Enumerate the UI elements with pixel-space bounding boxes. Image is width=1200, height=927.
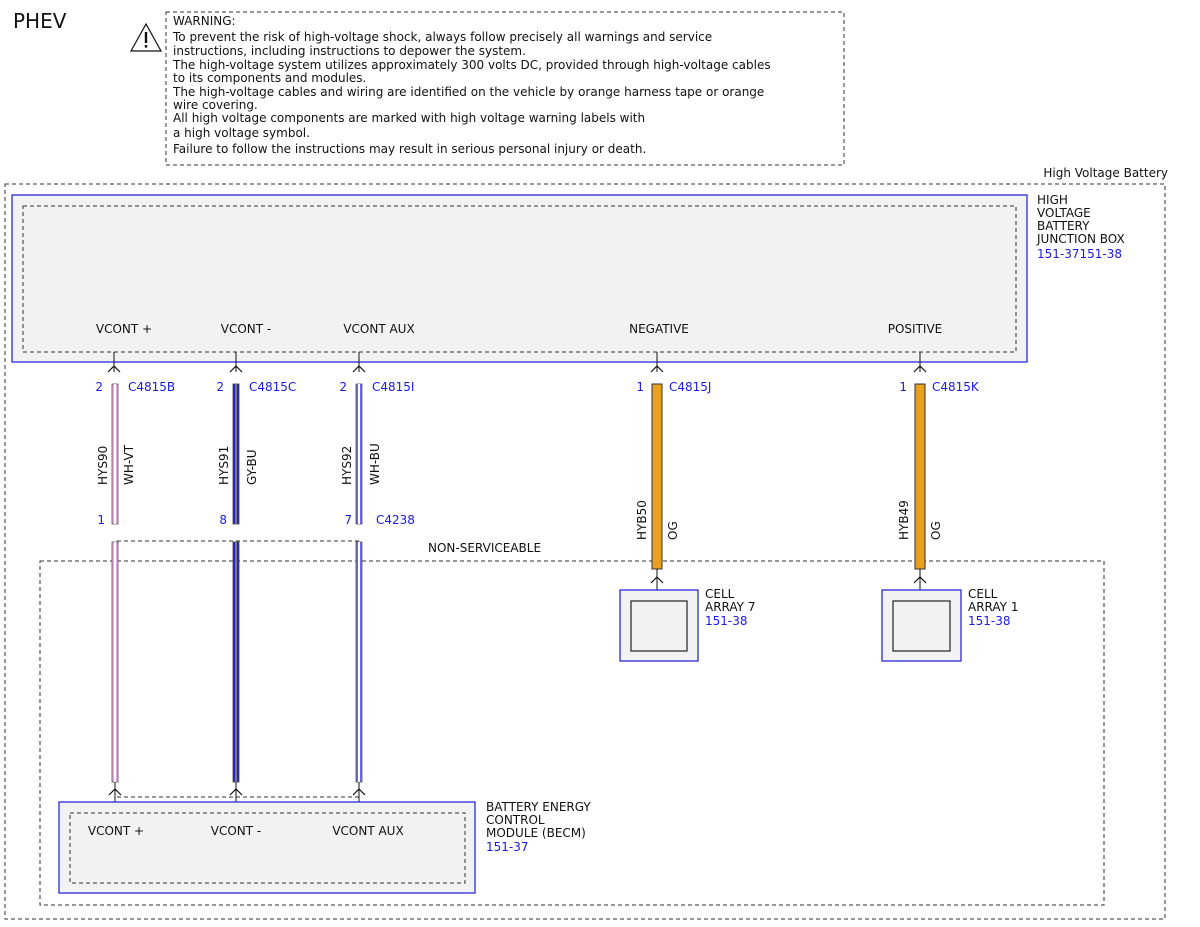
jb-pin-vcont-plus: VCONT + bbox=[96, 322, 152, 336]
cell-array-7-inner bbox=[630, 600, 688, 652]
connector-terminal-icon bbox=[352, 788, 366, 796]
warning-line: to its components and modules. bbox=[173, 71, 366, 85]
jb-pin-positive: POSITIVE bbox=[888, 322, 943, 336]
becm-ref: 151-37 bbox=[486, 840, 529, 854]
wire-top-pin: 1 bbox=[636, 380, 644, 394]
connector-terminal-icon bbox=[352, 365, 366, 373]
cell-array-7-name: ARRAY 7 bbox=[705, 600, 755, 614]
becm-inner bbox=[69, 812, 466, 884]
wire-top-pin: 1 bbox=[899, 380, 907, 394]
becm-pin-vcont-aux: VCONT AUX bbox=[332, 824, 403, 838]
wire-top-connector: C4815J bbox=[669, 380, 711, 394]
warning-line: The high-voltage cables and wiring are i… bbox=[172, 85, 764, 99]
high-voltage-battery-label: High Voltage Battery bbox=[1043, 166, 1168, 180]
wire-top-pin: 2 bbox=[216, 380, 224, 394]
jb-pin-vcont-minus: VCONT - bbox=[221, 322, 271, 336]
junction-box-name: JUNCTION BOX bbox=[1036, 232, 1125, 246]
page-title: PHEV bbox=[13, 9, 67, 33]
cell-array-1-ref: 151-38 bbox=[968, 614, 1011, 628]
warning-line: a high voltage symbol. bbox=[173, 126, 310, 140]
wire-bottom-connector: C4238 bbox=[376, 513, 415, 527]
wire-color-code: OG bbox=[666, 521, 680, 540]
jb-pin-vcont-aux: VCONT AUX bbox=[343, 322, 414, 336]
wire-top-pin: 2 bbox=[95, 380, 103, 394]
wire-top-pin: 2 bbox=[339, 380, 347, 394]
cell-array-7-name: CELL bbox=[705, 587, 735, 601]
connector-terminal-icon bbox=[913, 365, 927, 373]
wire-top-connector: C4815I bbox=[372, 380, 414, 394]
wire-circuit: HYS91 bbox=[217, 446, 231, 485]
becm-pin-vcont-plus: VCONT + bbox=[88, 824, 144, 838]
wire-bottom-pin: 7 bbox=[344, 513, 352, 527]
cell-array-7-ref: 151-38 bbox=[705, 614, 748, 628]
warning-line: Failure to follow the instructions may r… bbox=[173, 142, 646, 156]
connector-terminal-icon bbox=[229, 365, 243, 373]
cell-array-1-name: ARRAY 1 bbox=[968, 600, 1018, 614]
junction-box-inner bbox=[22, 205, 1017, 353]
junction-box-name: BATTERY bbox=[1037, 219, 1090, 233]
non-serviceable-boundary bbox=[39, 560, 1105, 906]
warning-line: All high voltage components are marked w… bbox=[173, 111, 645, 125]
warning-line: instructions, including instructions to … bbox=[173, 44, 526, 58]
junction-box-name: VOLTAGE bbox=[1037, 206, 1091, 220]
warning-line: wire covering. bbox=[173, 98, 258, 112]
wire-top-connector: C4815B bbox=[128, 380, 175, 394]
warning-line: The high-voltage system utilizes approxi… bbox=[172, 58, 771, 72]
wire-circuit: HYB49 bbox=[897, 500, 911, 540]
junction-box-ref: 151-37151-38 bbox=[1037, 247, 1122, 261]
connector-terminal-icon bbox=[229, 788, 243, 796]
warning-box bbox=[165, 11, 845, 166]
cell-array-1-inner bbox=[892, 600, 951, 652]
wire-color-code: GY-BU bbox=[245, 449, 259, 485]
becm-name: CONTROL bbox=[486, 813, 545, 827]
connector-terminal-icon bbox=[108, 788, 122, 796]
wire-top-connector: C4815C bbox=[249, 380, 296, 394]
junction-box-name: HIGH bbox=[1037, 193, 1068, 207]
wire-circuit: HYS90 bbox=[96, 446, 110, 485]
wire-circuit: HYB50 bbox=[635, 500, 649, 540]
wire-hys92 bbox=[352, 352, 366, 802]
wire-color-code: OG bbox=[929, 521, 943, 540]
connector-terminal-icon bbox=[107, 365, 121, 373]
wire-hys90 bbox=[107, 352, 122, 802]
warning-icon bbox=[129, 22, 163, 52]
becm-name: BATTERY ENERGY bbox=[486, 800, 591, 814]
warning-line: To prevent the risk of high-voltage shoc… bbox=[172, 30, 712, 44]
connector-terminal-icon bbox=[913, 576, 927, 584]
high-voltage-battery-boundary bbox=[4, 183, 1166, 920]
wire-bottom-pin: 1 bbox=[97, 513, 105, 527]
jb-pin-negative: NEGATIVE bbox=[629, 322, 689, 336]
becm-module bbox=[58, 801, 476, 894]
wire-hyb49 bbox=[913, 352, 927, 590]
wire-hyb50 bbox=[650, 352, 664, 590]
non-serviceable-label: NON-SERVICEABLE bbox=[428, 541, 541, 555]
wire-circuit: HYS92 bbox=[340, 446, 354, 485]
connector-terminal-icon bbox=[650, 365, 664, 373]
becm-pin-vcont-minus: VCONT - bbox=[211, 824, 261, 838]
warning-heading: WARNING: bbox=[173, 14, 236, 28]
cell-array-1-name: CELL bbox=[968, 587, 998, 601]
wire-hys91 bbox=[229, 352, 243, 802]
connector-terminal-icon bbox=[650, 576, 664, 584]
wire-bottom-pin: 8 bbox=[219, 513, 227, 527]
wire-color-code: WH-VT bbox=[122, 444, 136, 485]
becm-name: MODULE (BECM) bbox=[486, 826, 586, 840]
wire-top-connector: C4815K bbox=[932, 380, 980, 394]
junction-box bbox=[11, 194, 1028, 363]
wire-color-code: WH-BU bbox=[368, 443, 382, 485]
